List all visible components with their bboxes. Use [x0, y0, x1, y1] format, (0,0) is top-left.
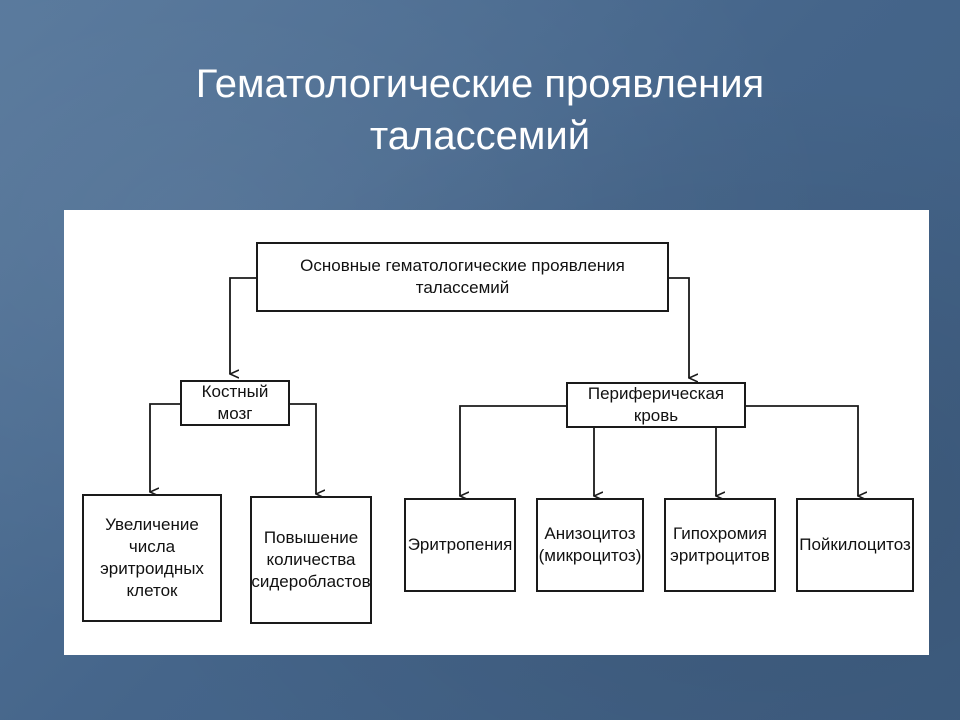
- hypochromia-line-1: Гипохромия: [672, 524, 767, 543]
- erythroid-line-1: Увеличение числа: [105, 515, 199, 556]
- peripheral-blood-node: Периферическая кровь: [566, 382, 746, 428]
- bone-marrow-label: Костный мозг: [201, 382, 269, 423]
- poikilocytosis-label: Пойкилоцитоз: [799, 535, 911, 554]
- peripheral-blood-label: Периферическая кровь: [587, 384, 725, 425]
- erythroid-line-3: клеток: [126, 581, 178, 600]
- anisocytosis-line-1: Анизоцитоз: [544, 524, 636, 543]
- bone-marrow-node: Костный мозг: [180, 380, 290, 426]
- title-line-1: Гематологические проявления: [195, 62, 765, 106]
- arrow-to-erythroid-cells: [150, 403, 180, 492]
- erythropenia-label: Эритропения: [407, 535, 513, 554]
- erythroid-cells-node: Увеличение числа эритроидных клеток: [82, 494, 222, 622]
- title-line-2: талассемий: [369, 114, 591, 158]
- slide-title: Гематологические проявления талассемий: [120, 58, 840, 162]
- erythroid-line-2: эритроидных: [100, 559, 204, 578]
- connector-lines: [64, 277, 929, 655]
- arrow-to-poikilocytosis: [746, 405, 858, 496]
- anisocytosis-node: Анизоцитоз (микроцитоз): [536, 498, 644, 592]
- hypochromia-line-2: эритроцитов: [670, 546, 770, 565]
- arrow-to-erythropenia: [460, 405, 566, 496]
- sideroblasts-node: Повышение количества сидеробластов: [250, 496, 372, 624]
- sideroblasts-line-3: сидеробластов: [251, 572, 371, 591]
- erythropenia-node: Эритропения: [404, 498, 516, 592]
- hypochromia-node: Гипохромия эритроцитов: [664, 498, 776, 592]
- arrow-root-to-bone-marrow: [230, 277, 256, 374]
- poikilocytosis-node: Пойкилоцитоз: [796, 498, 914, 592]
- arrow-to-sideroblasts: [290, 403, 316, 494]
- anisocytosis-line-2: (микроцитоз): [538, 546, 642, 565]
- diagram-panel: Основные гематологические проявления тал…: [64, 210, 929, 655]
- sideroblasts-line-1: Повышение: [263, 528, 359, 547]
- sideroblasts-line-2: количества: [266, 550, 356, 569]
- root-node-label: Основные гематологические проявления тал…: [300, 256, 625, 297]
- arrow-root-to-peripheral-blood: [669, 277, 689, 378]
- root-node: Основные гематологические проявления тал…: [256, 242, 669, 312]
